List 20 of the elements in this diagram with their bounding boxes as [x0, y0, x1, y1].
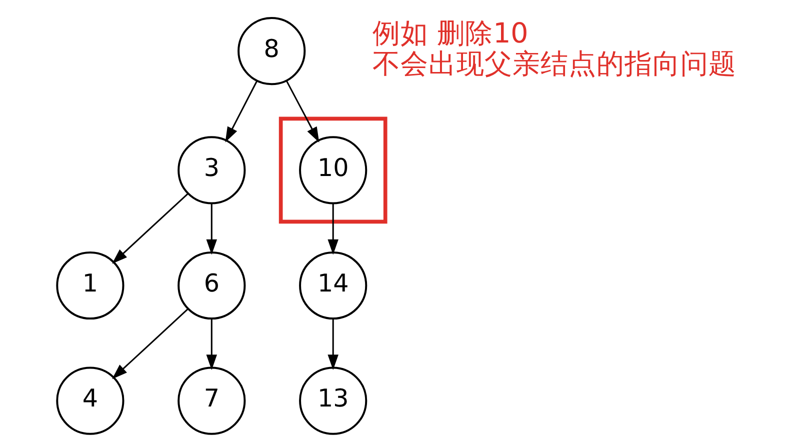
node-circle: 4 [56, 366, 124, 435]
cluster [278, 116, 387, 224]
node-circle: 1 [56, 251, 124, 320]
arrow [285, 80, 319, 142]
label: 不会出现父亲结点的指向问题 [372, 47, 736, 80]
arrow [206, 204, 217, 255]
node-circle: 13 [298, 366, 367, 435]
node-circle: 14 [298, 251, 367, 320]
node-circle: 6 [177, 251, 246, 320]
node-circle: 10 [298, 136, 367, 204]
arrow [327, 204, 338, 255]
label: 例如 删除10 [372, 16, 528, 50]
arrow [327, 318, 338, 370]
node-circle: 7 [177, 366, 246, 435]
arrow [112, 308, 188, 380]
arrow [206, 318, 217, 370]
arrow [112, 193, 188, 264]
node-circle: 8 [237, 17, 306, 86]
node-circle: 3 [177, 136, 246, 204]
arrow [224, 80, 257, 142]
